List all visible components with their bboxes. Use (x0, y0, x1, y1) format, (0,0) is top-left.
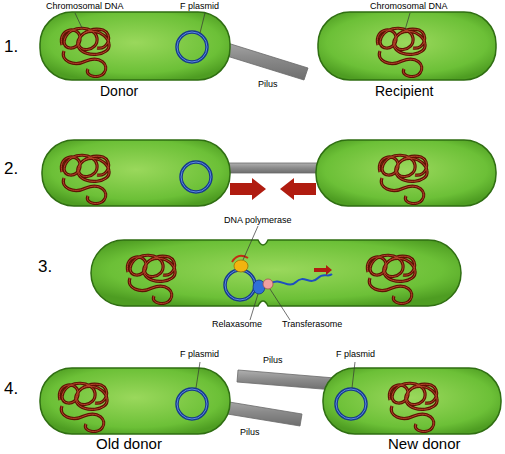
leader-line (200, 13, 205, 33)
cell-label: Recipient (375, 84, 433, 99)
donor-cell (40, 12, 230, 80)
part-label: F plasmid (180, 2, 219, 12)
f-plasmid (177, 389, 207, 419)
old-donor-cell (40, 368, 230, 434)
part-label: Chromosomal DNA (370, 2, 448, 12)
leader-line (243, 226, 258, 260)
leader-line (250, 294, 258, 320)
leader-line (270, 289, 290, 320)
step-number: 4. (4, 380, 18, 399)
recipient-cell (316, 140, 496, 206)
step-number: 2. (4, 160, 18, 179)
recipient-cell (318, 12, 496, 80)
leader-line (352, 362, 355, 388)
cell-label: New donor (388, 436, 461, 453)
new-donor-cell (323, 368, 501, 434)
chromosome (127, 255, 175, 303)
movement-arrow (230, 178, 266, 200)
f-plasmid (336, 389, 366, 419)
chromosome (379, 155, 427, 203)
f-plasmid (177, 32, 207, 62)
cell-label: Old donor (96, 436, 162, 453)
cell-label: Donor (100, 84, 138, 99)
f-plasmid (181, 162, 211, 192)
part-label: Pilus (240, 428, 260, 438)
leader-line (405, 13, 410, 30)
part-label: Pilus (258, 80, 278, 90)
step-number: 1. (4, 38, 18, 57)
pilus (226, 163, 320, 173)
chromosome (389, 383, 437, 431)
transfer-arrow (314, 265, 332, 275)
part-label: Relaxasome (212, 320, 262, 330)
part-label: Pilus (263, 356, 283, 366)
step-number: 3. (38, 258, 52, 277)
transferred-strand (270, 274, 332, 285)
dna-polymerase (234, 260, 248, 272)
f-plasmid (225, 270, 255, 300)
fused-cells (91, 240, 461, 306)
part-label: Chromosomal DNA (46, 2, 124, 12)
chromosome (61, 155, 109, 203)
part-label: DNA polymerase (224, 216, 292, 226)
chromosome (377, 28, 425, 76)
pilus (237, 370, 335, 390)
part-label: F plasmid (336, 350, 375, 360)
part-label: F plasmid (180, 350, 219, 360)
chromosome (61, 28, 109, 76)
donor-cell (42, 140, 230, 206)
movement-arrow (280, 178, 316, 200)
leader-line (75, 13, 82, 28)
chromosome (59, 383, 107, 431)
leader-line (196, 362, 200, 388)
transferasome (263, 279, 273, 289)
part-label: Transferasome (282, 320, 342, 330)
chromosome (367, 255, 415, 303)
